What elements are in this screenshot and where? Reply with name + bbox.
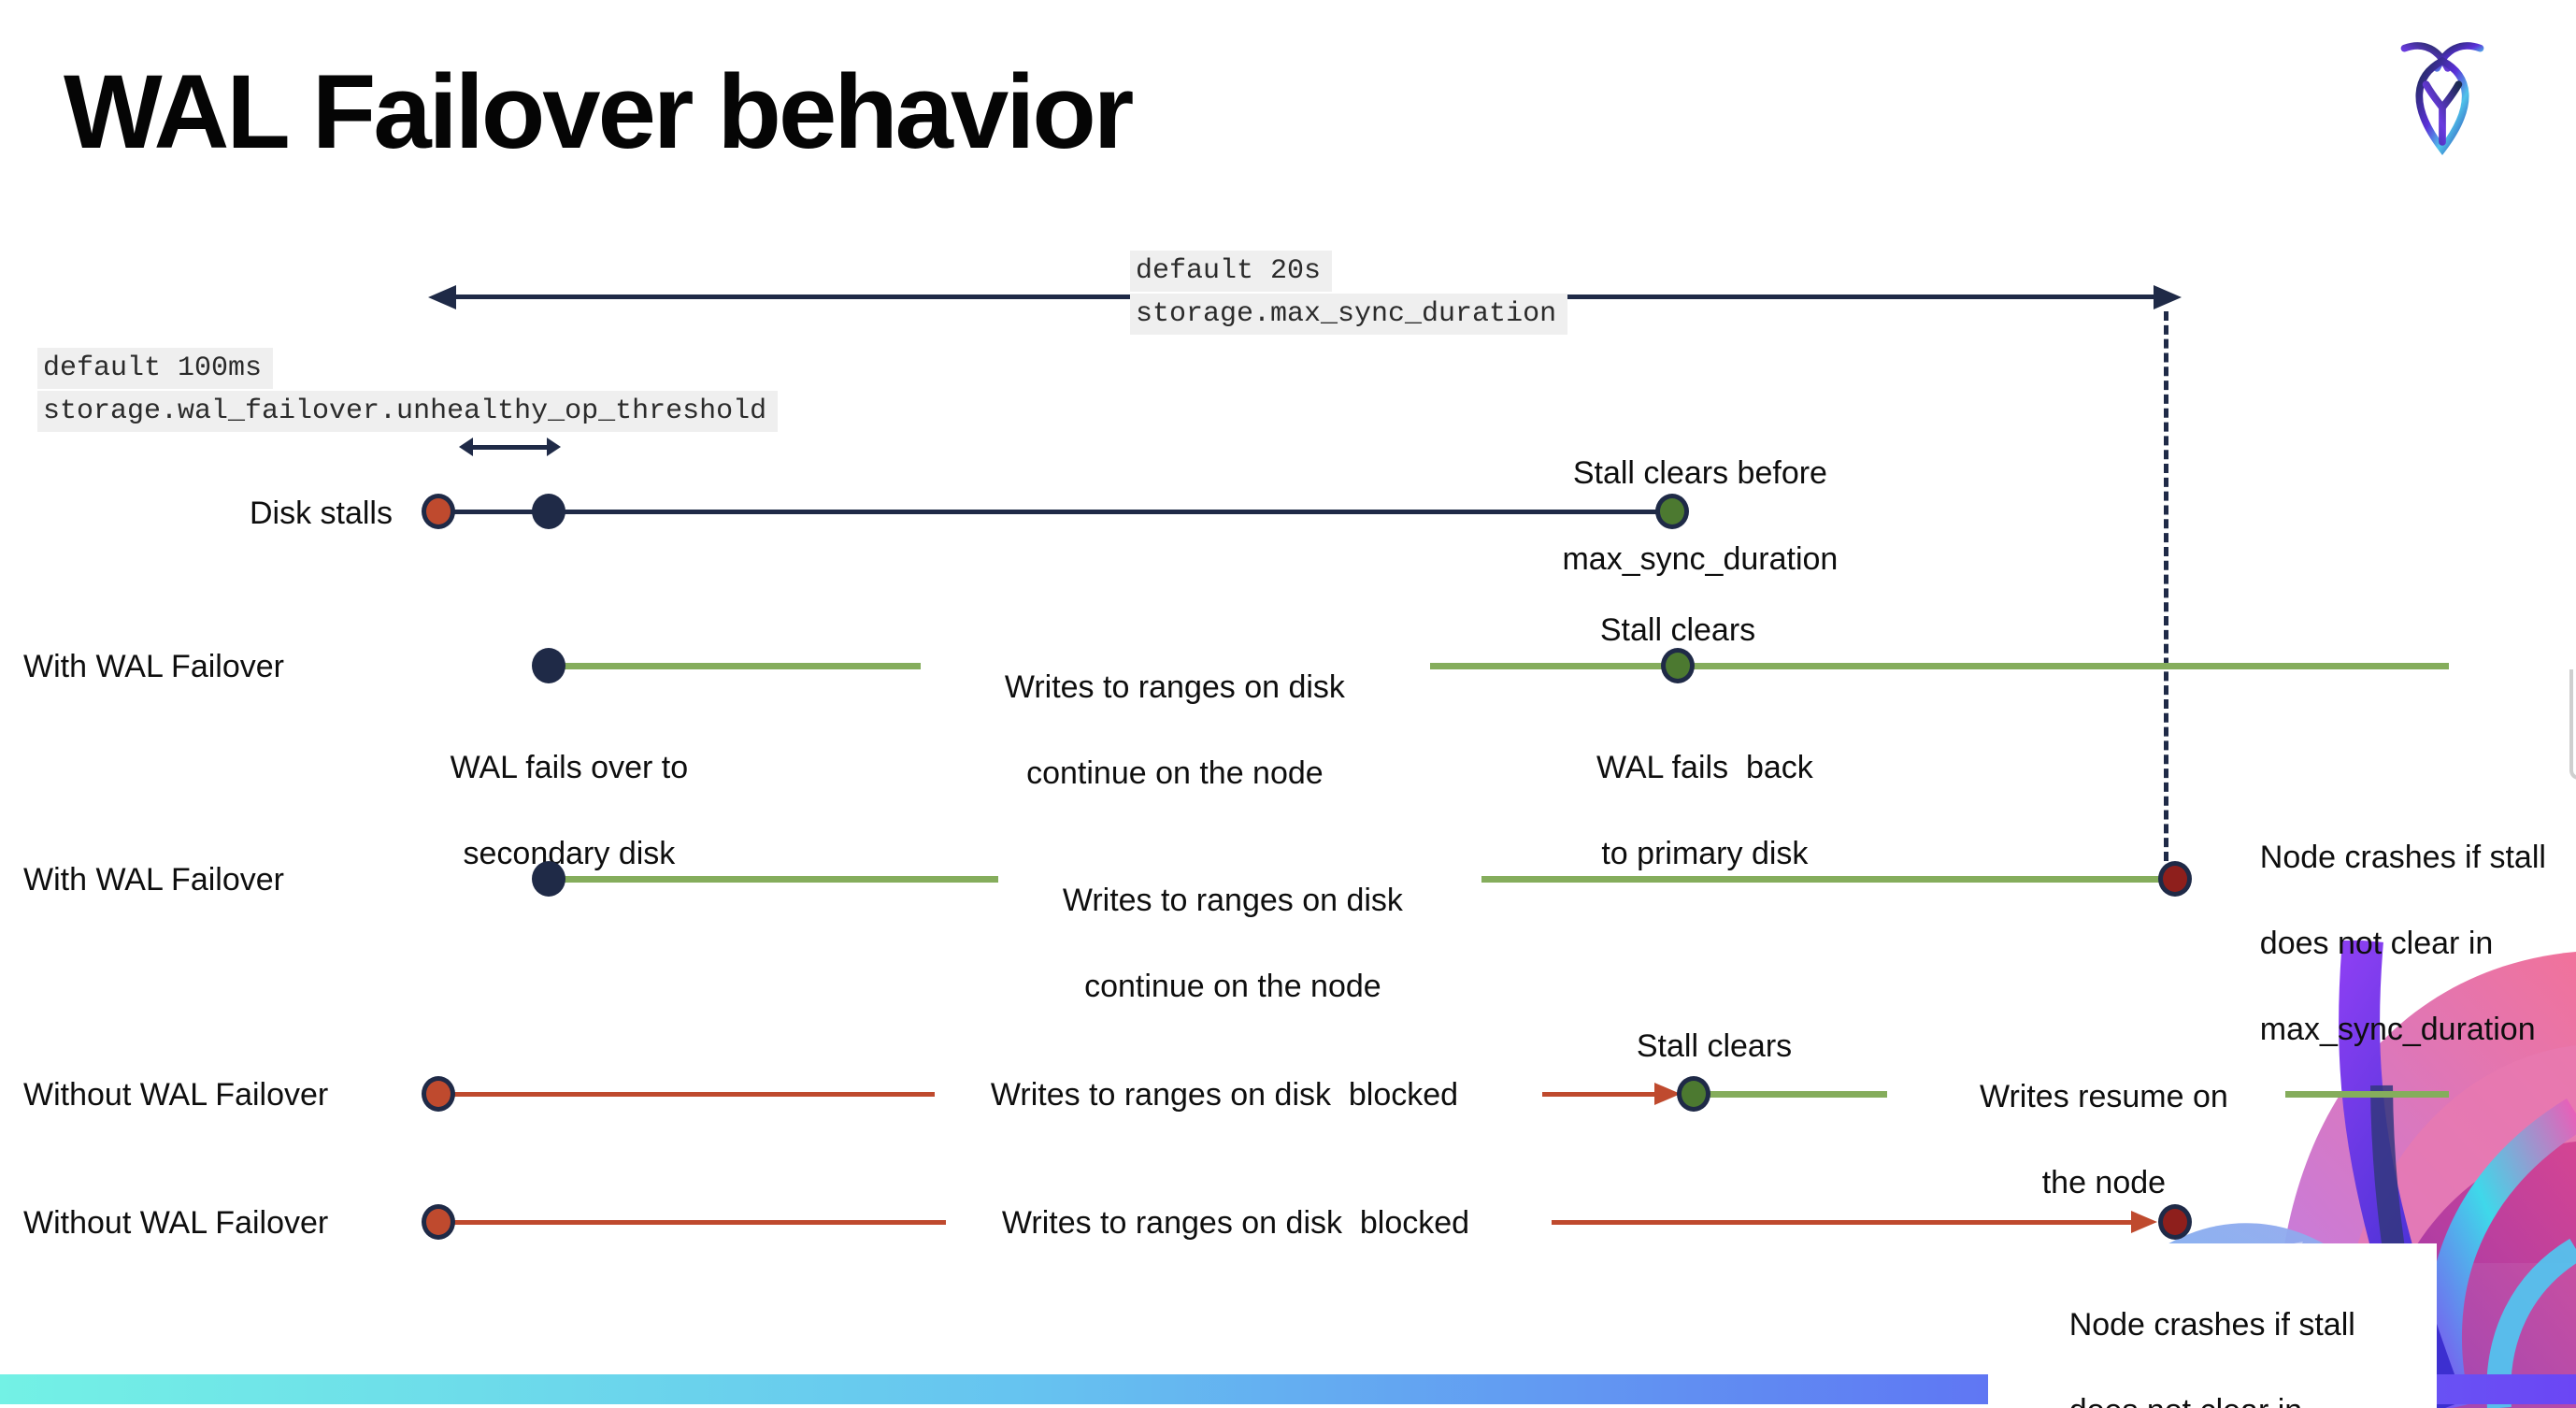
writes-blocked-note-1: Writes to ranges on disk blocked	[990, 1077, 1459, 1113]
arrowhead-left-icon	[428, 285, 456, 309]
threshold-default-label: default 100ms	[37, 348, 274, 389]
stall-clears-before-line1: Stall clears before	[1572, 455, 1827, 491]
failover-dot	[532, 648, 565, 683]
writes-blocked-note-2: Writes to ranges on disk blocked	[1001, 1205, 1470, 1241]
small-arrowhead-left-icon	[459, 438, 473, 456]
node-crash-dot	[2158, 861, 2192, 897]
stall-start-dot-2	[422, 1076, 455, 1112]
stall-clear-dot	[1655, 494, 1689, 529]
writes-continue-line1: Writes to ranges on disk	[1004, 669, 1345, 705]
writes-continue-note-1: Writes to ranges on disk continue on the…	[942, 623, 1372, 838]
max-sync-deadline-dashed-line	[2164, 311, 2168, 861]
wal-fails-over-line2: secondary disk	[463, 836, 676, 871]
writes-continue-line2: continue on the node	[1026, 755, 1324, 791]
small-arrowhead-right-icon	[547, 438, 561, 456]
wal-fails-back-line2: to primary disk	[1601, 836, 1809, 871]
writes-resume-note: Writes resume on the node	[1918, 1032, 2254, 1247]
failover-threshold-dot	[532, 494, 565, 529]
writes-continue2-line2: continue on the node	[1084, 969, 1381, 1004]
wal-fails-back-line1: WAL fails back	[1596, 750, 1813, 785]
max-sync-default-label: default 20s	[1130, 251, 1333, 292]
node-crash2-line1: Node crashes if stall	[2068, 1307, 2355, 1343]
writes-continue-note-2: Writes to ranges on disk continue on the…	[1000, 836, 1430, 1051]
writes-continue2-line-a	[561, 876, 998, 883]
stall-clear-dot-2	[1677, 1076, 1710, 1112]
node-crash-note: Node crashes if stall does not clear in …	[2225, 793, 2576, 1094]
row-label-with-wal-failover-2: With WAL Failover	[23, 862, 284, 898]
threshold-setting-label: storage.wal_failover.unhealthy_op_thresh…	[37, 391, 779, 432]
row-label-with-wal-failover-1: With WAL Failover	[23, 649, 284, 684]
node-crash-line3: max_sync_duration	[2259, 1012, 2536, 1047]
writes-continue-line-a	[561, 663, 921, 669]
writes-blocked-line-a	[454, 1092, 935, 1097]
failback-dot	[1661, 648, 1695, 683]
failover-dot-2	[532, 861, 565, 897]
stall-start-dot	[422, 494, 455, 529]
writes-resume-line-a	[1710, 1091, 1887, 1098]
row-label-disk-stalls: Disk stalls	[249, 496, 393, 531]
row-label-without-wal-failover-2: Without WAL Failover	[23, 1205, 329, 1241]
stall-clears-before-note: Stall clears before max_sync_duration	[1505, 409, 1860, 624]
node-crash-line2: does not clear in	[2259, 926, 2494, 961]
max-sync-duration-label: default 20s storage.max_sync_duration	[1130, 251, 1568, 337]
disk-stall-timeline	[454, 510, 1656, 514]
node-crash-callout-box: Node crashes if stall does not clear in …	[1988, 1243, 2437, 1408]
stall-clears-note-2: Stall clears	[1636, 1028, 1793, 1064]
writes-resume-line2: the node	[2041, 1165, 2167, 1200]
clipped-box-edge	[2569, 669, 2576, 780]
arrowhead-right-icon	[2154, 285, 2182, 309]
red-arrowhead-icon-1	[1654, 1083, 1681, 1105]
page-title: WAL Failover behavior	[64, 53, 1134, 170]
wal-fails-over-note: WAL fails over to secondary disk	[388, 703, 715, 918]
node-crash2-line2: does not clear in	[2069, 1393, 2303, 1408]
node-crash-dot-2	[2158, 1204, 2192, 1240]
wal-fails-over-line1: WAL fails over to	[450, 750, 689, 785]
threshold-span-line	[471, 445, 548, 450]
stall-start-dot-3	[422, 1204, 455, 1240]
max-sync-setting-label: storage.max_sync_duration	[1130, 294, 1568, 335]
writes-continue-line-b	[1430, 663, 2449, 669]
threshold-label: default 100ms storage.wal_failover.unhea…	[37, 348, 779, 434]
wal-fails-back-note: WAL fails back to primary disk	[1547, 703, 1827, 918]
row-label-without-wal-failover-1: Without WAL Failover	[23, 1077, 329, 1113]
writes-blocked-line-b	[1542, 1092, 1658, 1097]
writes-resume-line1: Writes resume on	[1980, 1079, 2228, 1114]
stall-clears-before-line2: max_sync_duration	[1562, 541, 1839, 577]
writes-blocked2-line-b	[1552, 1220, 2135, 1225]
red-arrowhead-icon-2	[2131, 1211, 2157, 1233]
cockroachdb-logo-icon	[2400, 42, 2484, 156]
writes-blocked2-line-a	[454, 1220, 946, 1225]
writes-resume-line-b	[2285, 1091, 2449, 1098]
writes-continue2-line1: Writes to ranges on disk	[1062, 883, 1403, 918]
stall-clears-note-1: Stall clears	[1599, 612, 1756, 648]
writes-continue2-line-b	[1481, 876, 2159, 883]
node-crash-line1: Node crashes if stall	[2259, 840, 2546, 875]
node-crash-note-2: Node crashes if stall does not clear in …	[2016, 1260, 2409, 1408]
